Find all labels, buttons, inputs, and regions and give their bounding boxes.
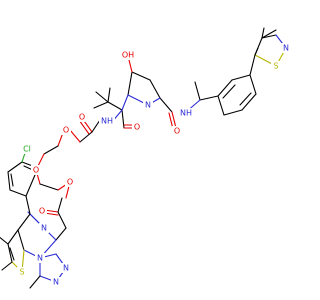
atom-labels: OH NH O N O NH O O O O O N N N N S S bbox=[17, 43, 291, 287]
bond bbox=[199, 95, 219, 101]
bond bbox=[194, 81, 201, 101]
bond bbox=[78, 119, 90, 135]
bond bbox=[0, 236, 9, 245]
bond bbox=[254, 47, 259, 56]
bond bbox=[69, 129, 81, 143]
bond bbox=[7, 243, 13, 263]
label-bg bbox=[35, 253, 45, 263]
label-bg bbox=[51, 277, 61, 287]
pyrrolidine-n-label: N bbox=[145, 101, 151, 110]
bond bbox=[91, 119, 101, 133]
bond bbox=[9, 247, 15, 261]
label-bg bbox=[61, 263, 71, 273]
bond bbox=[17, 213, 31, 231]
bond bbox=[57, 197, 63, 213]
bond bbox=[95, 91, 109, 103]
bond bbox=[217, 79, 233, 97]
molecule-structure: OH NH O N O NH O O O O O N N N N S S bbox=[0, 27, 291, 289]
bond bbox=[10, 173, 14, 187]
bond bbox=[107, 101, 123, 111]
bond bbox=[9, 189, 27, 197]
bond bbox=[127, 71, 133, 96]
triazole-n1-label: N bbox=[37, 254, 43, 263]
label-bg bbox=[143, 100, 153, 110]
bond bbox=[241, 93, 257, 111]
bond bbox=[25, 195, 31, 215]
bond bbox=[222, 84, 236, 99]
bond bbox=[261, 29, 277, 39]
bond bbox=[223, 109, 243, 116]
bond bbox=[79, 131, 93, 143]
thiazole-n-label: N bbox=[283, 44, 289, 53]
bond bbox=[261, 27, 265, 39]
linker-o2-label: O bbox=[63, 126, 69, 135]
bond bbox=[107, 87, 111, 103]
bond bbox=[57, 211, 67, 229]
bond bbox=[93, 101, 109, 109]
thiophene-s-label: S bbox=[19, 268, 24, 277]
label-bg bbox=[281, 43, 291, 53]
bond bbox=[7, 161, 23, 173]
bond bbox=[29, 275, 41, 289]
bond bbox=[261, 34, 277, 39]
label-bg bbox=[17, 267, 27, 277]
bond bbox=[231, 74, 251, 81]
amide-o-label: O bbox=[134, 123, 140, 132]
bond bbox=[121, 94, 129, 111]
bond bbox=[249, 54, 256, 76]
prolinamide-nh-label: NH bbox=[180, 109, 192, 118]
thiazole-s-label: S bbox=[273, 62, 278, 71]
label-bg bbox=[20, 144, 34, 154]
prolinamide-o-label: O bbox=[174, 127, 180, 136]
label-bg bbox=[61, 125, 71, 135]
bond bbox=[239, 92, 252, 106]
bonds bbox=[0, 27, 287, 289]
bond bbox=[7, 171, 11, 191]
label-bg bbox=[65, 177, 75, 187]
triazole-n2-label: N bbox=[53, 278, 59, 287]
bond bbox=[43, 145, 59, 155]
bond bbox=[217, 95, 225, 116]
ester-o2-label: O bbox=[39, 207, 45, 216]
label-bg bbox=[179, 108, 193, 118]
bond bbox=[249, 74, 257, 95]
bond bbox=[1, 261, 13, 271]
linker-o1-label: O bbox=[79, 113, 85, 122]
label-bg bbox=[31, 165, 41, 175]
linker-o3-label: O bbox=[33, 166, 39, 175]
label-bg bbox=[118, 50, 136, 60]
ester-o1-label: O bbox=[67, 178, 73, 187]
label-bg bbox=[99, 116, 115, 126]
label-bg bbox=[39, 223, 49, 233]
bond bbox=[131, 71, 151, 81]
bond bbox=[39, 183, 59, 191]
bond bbox=[7, 229, 19, 245]
label-bg bbox=[132, 122, 142, 132]
chloro-label: Cl bbox=[23, 145, 31, 154]
bond bbox=[171, 111, 177, 129]
bond bbox=[159, 97, 173, 113]
label-bg bbox=[271, 61, 281, 71]
triazole-n3-label: N bbox=[63, 264, 69, 273]
hydroxyl-label: OH bbox=[122, 51, 134, 60]
bond bbox=[17, 229, 25, 251]
label-bg bbox=[37, 206, 47, 216]
label-bg bbox=[77, 112, 87, 122]
bond bbox=[149, 79, 161, 99]
diazepine-n-label: N bbox=[41, 224, 47, 233]
bond bbox=[55, 227, 67, 241]
label-bg bbox=[172, 126, 182, 136]
amide-nh-label: NH bbox=[101, 117, 113, 126]
